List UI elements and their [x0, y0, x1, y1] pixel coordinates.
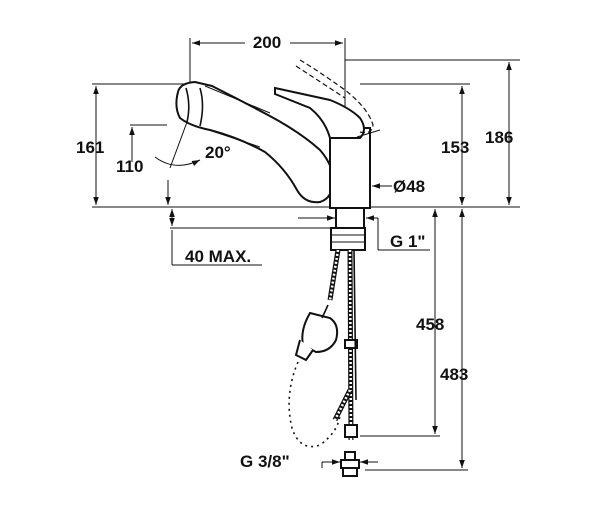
- label-153: 153: [441, 138, 469, 157]
- label-458: 458: [416, 315, 444, 334]
- label-200: 200: [253, 33, 281, 52]
- dimension-458: 458: [360, 206, 444, 437]
- dimension-40-max: 40 MAX.: [169, 209, 340, 266]
- label-20-degrees: 20°: [205, 143, 231, 162]
- dimension-153: 153: [441, 86, 469, 205]
- hose-counterweight: [294, 304, 339, 362]
- dimension-110: 110 20°: [116, 121, 231, 205]
- dimension-186: 186: [485, 62, 513, 205]
- label-g1-thread: G 1": [390, 232, 425, 251]
- dimension-diameter-48: Ø48: [372, 177, 425, 196]
- dimension-483: 483: [365, 209, 468, 471]
- label-110: 110: [116, 157, 143, 176]
- label-40-max: 40 MAX.: [185, 247, 251, 266]
- label-diameter-48: Ø48: [393, 177, 425, 196]
- faucet-spout: [175, 80, 335, 204]
- label-186: 186: [485, 128, 513, 147]
- label-g38-thread: G 3/8": [240, 452, 290, 471]
- dimension-g1-thread: G 1": [298, 215, 430, 251]
- dimension-200: 200: [189, 33, 346, 140]
- supply-hoses: [327, 249, 358, 441]
- mounting-stem: [330, 207, 366, 251]
- dimension-161: 161: [76, 86, 104, 205]
- g38-fitting: [340, 451, 360, 477]
- pullout-hose-loop: [288, 361, 341, 448]
- label-161: 161: [76, 138, 104, 157]
- label-483: 483: [440, 365, 468, 384]
- dimension-g38-thread: G 3/8": [240, 452, 378, 471]
